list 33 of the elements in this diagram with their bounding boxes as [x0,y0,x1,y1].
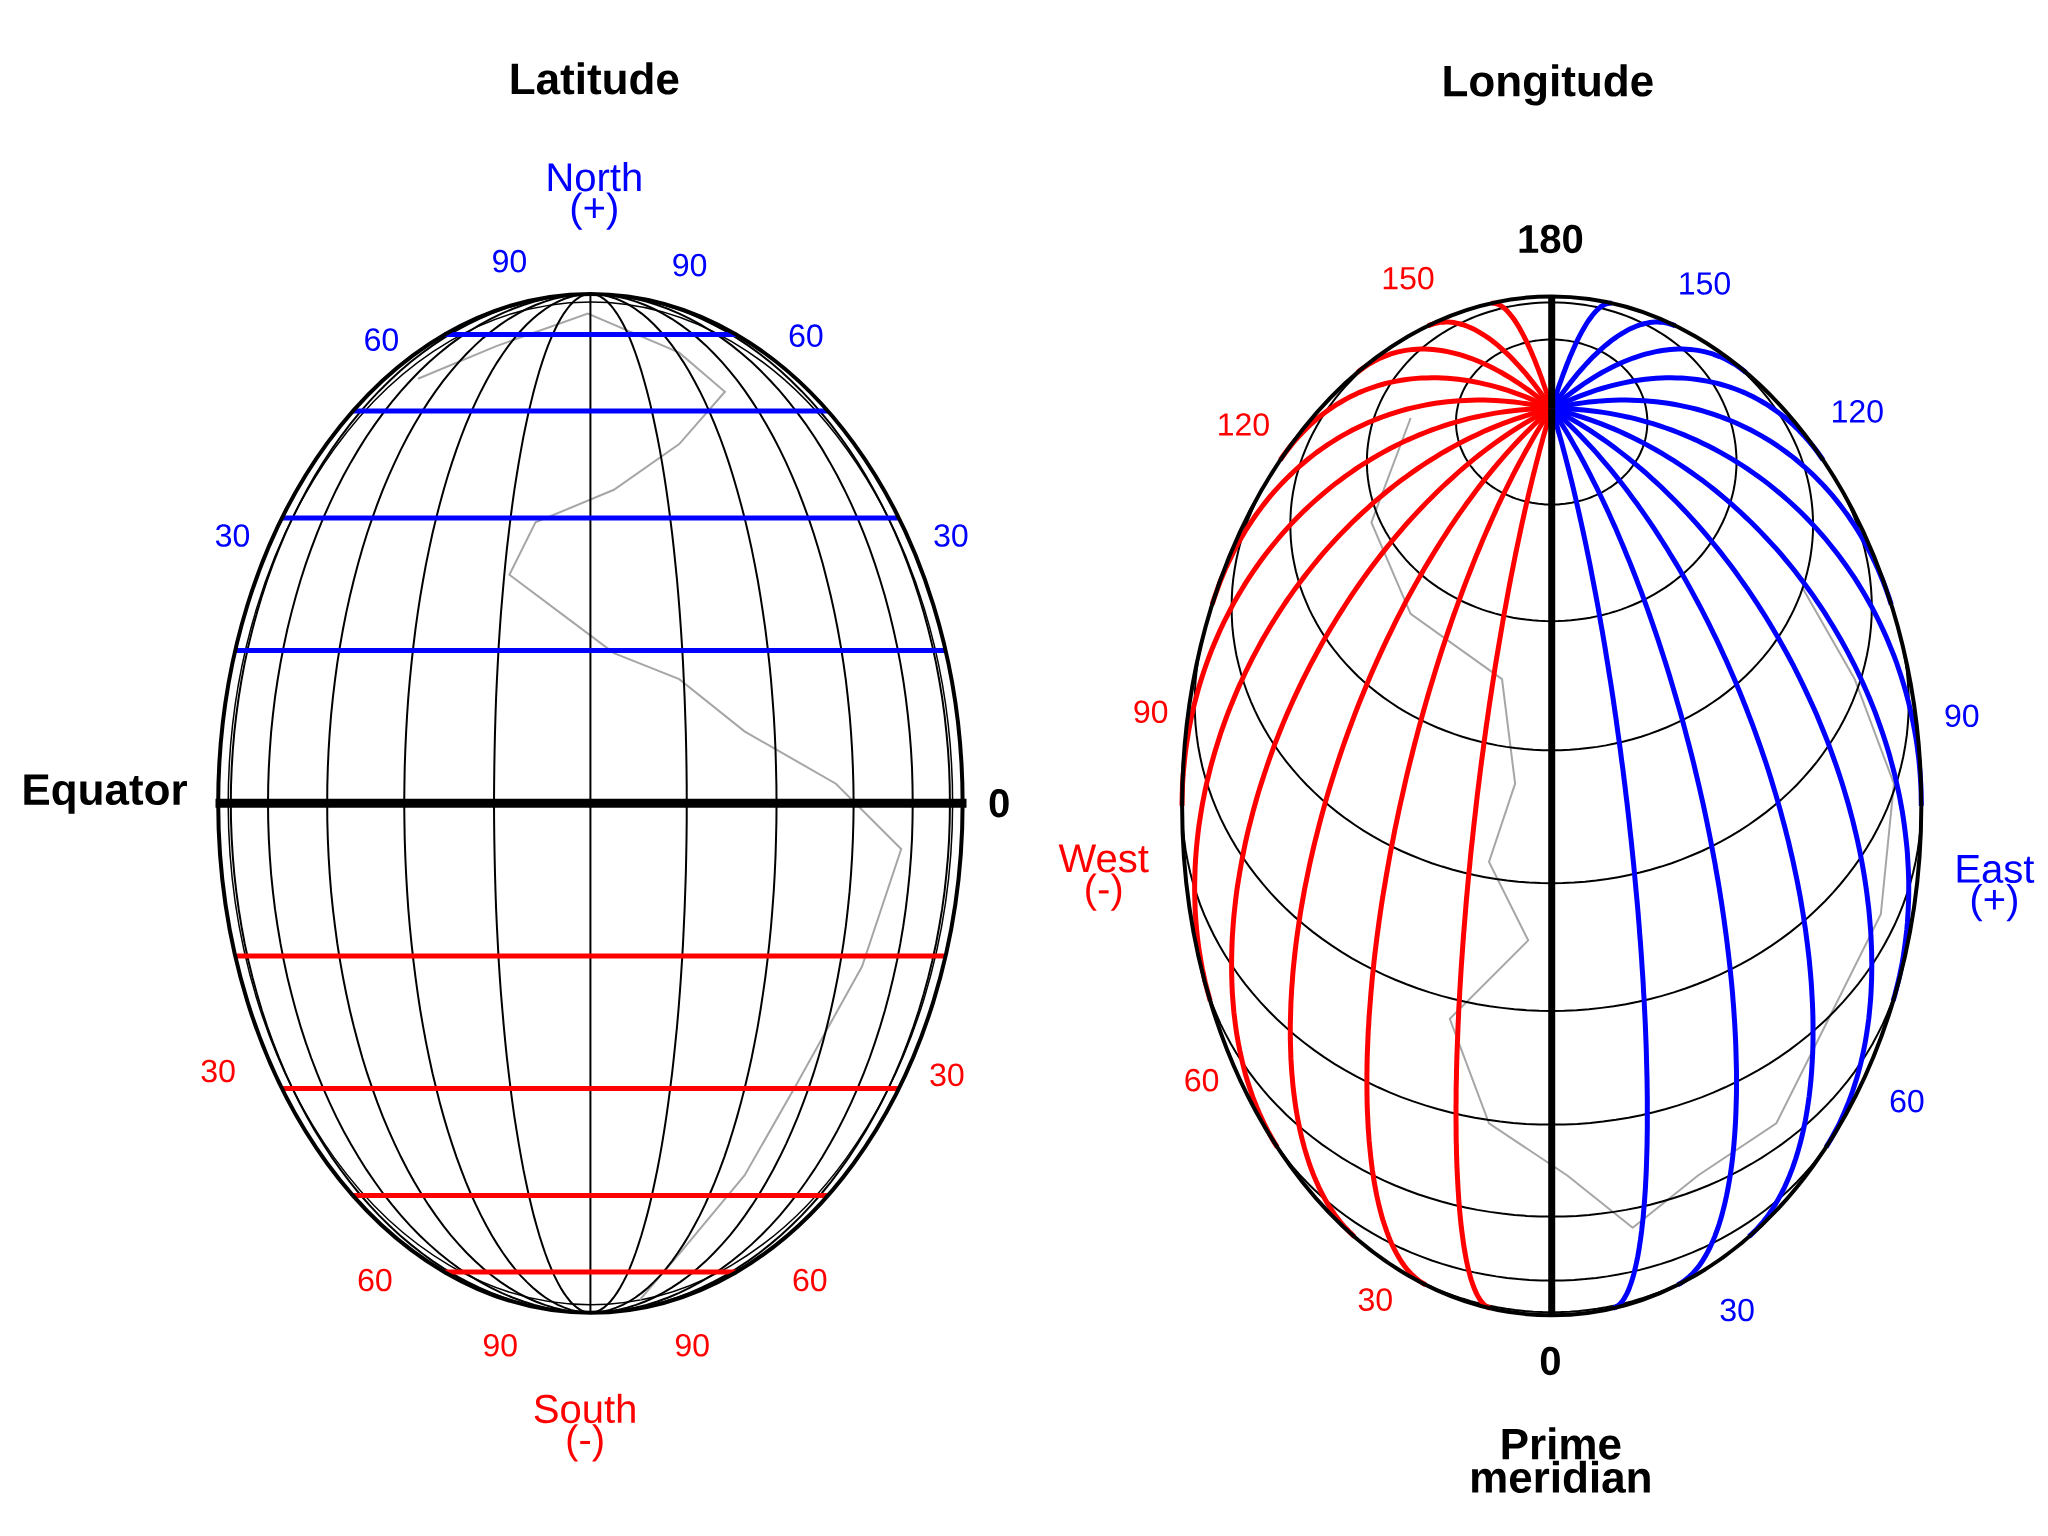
degree-label: 60 [789,324,823,347]
degree-label: 0 [1540,1346,1560,1376]
degree-label: 30 [215,524,250,547]
degree-label: 30 [1358,1288,1392,1311]
panel-title: Longitude [1444,64,1653,106]
direction-label: West (-) [1058,844,1149,911]
degree-label: 90 [483,1333,517,1357]
degree-label: 180 [1519,224,1583,254]
degree-label: 120 [1219,413,1269,436]
degree-label: 30 [201,1059,235,1083]
degree-label: 60 [365,328,398,351]
equator-label: Equator [24,774,187,814]
degree-label: 60 [1185,1068,1219,1092]
degree-label: 90 [675,1333,709,1357]
degree-label: 60 [358,1268,392,1292]
prime-meridian-label: Prime meridian [1472,1427,1650,1493]
degree-label: 30 [1720,1298,1754,1322]
degree-label: 30 [934,524,968,547]
direction-label: East (+) [1957,855,2035,922]
degree-label: 90 [1945,704,1979,728]
degree-label: 60 [1890,1089,1924,1113]
degree-label: 60 [793,1268,827,1292]
degree-label: 90 [673,253,707,277]
degree-label: 150 [1383,266,1434,290]
direction-label: North (+) [548,162,641,230]
degree-label: 90 [1134,700,1168,724]
degree-label: 30 [930,1063,964,1087]
degree-label: 90 [493,249,526,273]
direction-label: South (-) [534,1393,635,1462]
degree-label: 0 [989,789,1009,818]
panel-title: Latitude [511,62,679,95]
degree-label: 150 [1680,272,1730,295]
degree-label: 120 [1833,400,1883,423]
